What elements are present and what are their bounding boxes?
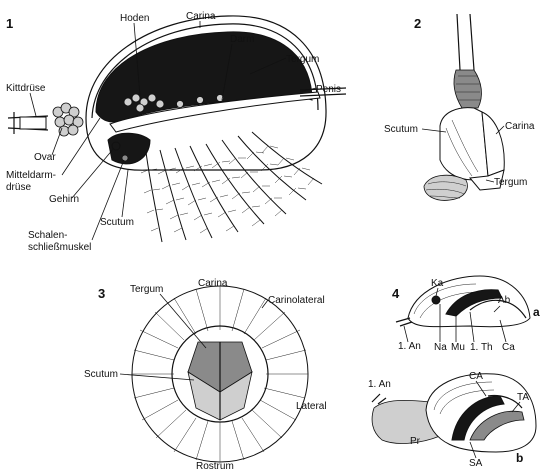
label-schalen-1: Schalen-: [28, 230, 67, 241]
panel-4a-leader-lines: [403, 287, 507, 343]
carina-plate: [91, 23, 319, 119]
capitulum-shell: [85, 15, 327, 171]
label-pr: Pr: [410, 436, 421, 447]
label-scutum-1: Scutum: [100, 217, 134, 228]
lower-body-mass: [107, 132, 151, 165]
cirri-setae: [140, 145, 315, 234]
label-sa: SA: [469, 458, 483, 469]
penis: [299, 87, 347, 97]
label-p3-lateral: Lateral: [296, 401, 327, 412]
label-ca: Ca: [502, 342, 515, 353]
hoden-testes: [123, 93, 224, 113]
label-p2-carina: Carina: [505, 121, 535, 132]
label-ca-upper: CA: [469, 371, 483, 382]
label-sub-a: a: [533, 305, 540, 319]
panel-1-number: 1: [6, 16, 13, 31]
panel-4b-cypris-settled: 1. An CA TA Pr SA b: [368, 371, 537, 469]
label-p2-tergum: Tergum: [494, 177, 527, 188]
preoral-region: [371, 399, 441, 444]
schliessmuskel: [121, 154, 129, 162]
wall-ribs: [132, 286, 308, 462]
label-ovar: Ovar: [34, 152, 56, 163]
balanus-inner-ring: [171, 325, 269, 423]
label-darm: Darm: [230, 34, 254, 45]
label-tergum: Tergum: [286, 54, 319, 65]
panel-2-number: 2: [414, 16, 421, 31]
label-na: Na: [434, 342, 447, 353]
label-ta: TA: [517, 392, 529, 403]
ovar-cluster: [52, 102, 84, 137]
label-p3-scutum: Scutum: [84, 369, 118, 380]
label-mitteldarm-1: Mitteldarm-: [6, 170, 56, 181]
label-p2-scutum: Scutum: [384, 124, 418, 135]
panel-4a-cypris: 4 Ka Ab 1. An Na Mu 1. Th Ca a: [392, 275, 540, 353]
label-sub-b: b: [516, 451, 523, 465]
label-th: 1. Th: [470, 342, 493, 353]
panel-3-number: 3: [98, 286, 105, 301]
label-gehirn: Gehirn: [49, 194, 79, 205]
tergum-anlage: [469, 410, 525, 441]
label-an1-b: 1. An: [368, 379, 391, 390]
cirri-legs: [145, 131, 323, 243]
panel-1-leader-lines: [29, 21, 317, 241]
panel-3-balanus-top: 3 Tergum Carina Carinolateral Scutum Lat…: [84, 278, 327, 472]
scutum-plate: [439, 107, 489, 181]
panel-4-number: 4: [392, 286, 400, 301]
label-ab: Ab: [498, 295, 511, 306]
peduncle: [453, 69, 482, 109]
panel-4b-leader-lines: [469, 380, 521, 459]
label-ka: Ka: [431, 278, 444, 289]
panel-3-leader-lines: [119, 293, 269, 381]
label-mu: Mu: [451, 342, 465, 353]
naupliar-eye: [431, 295, 441, 305]
label-hoden: Hoden: [120, 13, 149, 24]
panel-1-lepas-section: 1: [6, 11, 347, 253]
label-p3-carina: Carina: [198, 278, 228, 289]
label-schalen-2: schließmuskel: [28, 242, 91, 253]
carina-anlage: [487, 394, 523, 409]
darm-gut: [109, 91, 321, 133]
label-mitteldarm-2: drüse: [6, 182, 31, 193]
label-kittdruese: Kittdrüse: [6, 83, 46, 94]
label-p3-tergum: Tergum: [130, 284, 163, 295]
panel-2-leader-lines: [421, 125, 505, 183]
thorax-dark-b: [451, 395, 505, 441]
antennule-a: [395, 317, 413, 327]
antennule-b: [371, 393, 387, 405]
thorax-dark-a: [445, 289, 503, 317]
label-p3-rostrum: Rostrum: [196, 461, 234, 472]
kittdruese-gland: [19, 116, 47, 130]
label-carina: Carina: [186, 11, 216, 22]
cirri-tuft: [423, 174, 468, 201]
label-p3-carinolateral: Carinolateral: [268, 295, 325, 306]
label-penis: Penis: [316, 84, 341, 95]
panel-2-lepas-external: 2 Scutum Carina Tergum: [384, 13, 535, 201]
label-an1-a: 1. An: [398, 341, 421, 352]
